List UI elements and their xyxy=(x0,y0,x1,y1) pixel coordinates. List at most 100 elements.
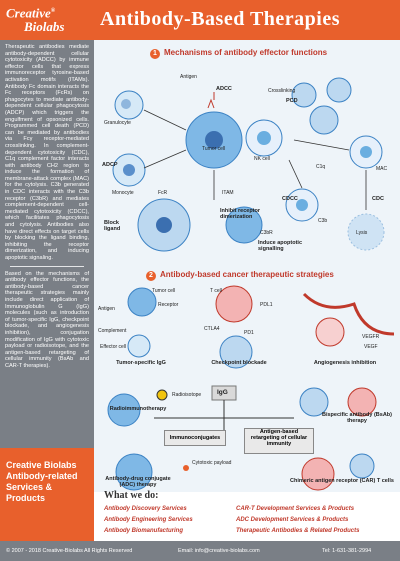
label-block-ligand: Block ligand xyxy=(104,220,121,232)
service-link-3[interactable]: Antibody Biomanufacturing xyxy=(104,528,183,534)
label-cdc: CDC xyxy=(372,196,384,202)
header-bar: Creative® Biolabs Antibody-Based Therapi… xyxy=(0,0,400,40)
caption-angio: Angiogenesis inhibition xyxy=(313,360,377,366)
label-vegfr: VEGFR xyxy=(362,334,380,340)
pcd-cell-b xyxy=(326,77,352,103)
antigen-retarget-box: Antigen-based retargeting of cellular im… xyxy=(244,428,314,454)
tsigg-tumor-shape xyxy=(127,287,157,317)
footer-tel[interactable]: Tel: 1-631-381-2994 xyxy=(322,548,372,554)
sidebar-text: Therapeutic antibodies mediate antibody-… xyxy=(0,40,94,370)
label-complement: Complement xyxy=(98,328,127,334)
label-c1q: C1q xyxy=(316,164,326,170)
creative-biolabs-logo[interactable]: Creative® Biolabs xyxy=(6,4,86,38)
label-vegf: VEGF xyxy=(364,344,378,350)
footer-email[interactable]: Email: info@creative-biolabs.com xyxy=(178,548,260,554)
caption-checkpoint: Checkpoint blockade xyxy=(211,360,267,366)
tcell-shape xyxy=(215,285,253,323)
page-title: Antibody-Based Therapies xyxy=(100,8,341,30)
footer-bar: © 2007 - 2018 Creative-Biolabs All Right… xyxy=(0,541,400,561)
service-link-6[interactable]: Therapeutic Antibodies & Related Product… xyxy=(236,528,360,534)
label-antigen-1: Antigen xyxy=(180,74,197,80)
service-link-2[interactable]: Antibody Engineering Services xyxy=(104,517,193,523)
section2-number: 2 xyxy=(146,271,156,281)
section2-title-text: Antibody-based cancer therapeutic strate… xyxy=(160,270,334,279)
label-adcc: ADCC xyxy=(216,86,232,92)
antibody-icon xyxy=(207,92,215,109)
caption-cart: Chimeric antigen receptor (CAR) T cells xyxy=(290,478,394,484)
bsab-tcell-shape xyxy=(347,387,377,417)
granulocyte-nucleus xyxy=(121,99,131,109)
caption-tumor-igg: Tumor-specific IgG xyxy=(116,360,166,366)
block-tumor-nucleus xyxy=(156,217,172,233)
label-c3br: C3bR xyxy=(260,230,273,236)
label-inhibit-dimerization: Inhibit receptor dimerization xyxy=(220,208,261,220)
caption-radioimmuno: Radioimmunotherapy xyxy=(109,406,167,412)
cdcc-nucleus xyxy=(296,199,308,211)
radioisotope-icon xyxy=(156,389,168,401)
label-pd1: PD1 xyxy=(244,330,254,336)
label-monocyte: Monocyte xyxy=(112,190,134,196)
tumor-nucleus xyxy=(205,131,223,149)
label-adcp: ADCP xyxy=(102,162,118,168)
what-we-do-panel: What we do: Antibody Discovery Services … xyxy=(94,490,400,541)
adcc-arrow xyxy=(143,109,187,131)
main-figure: 1 Mechanisms of antibody effector functio… xyxy=(94,40,400,541)
cart-tcell-shape xyxy=(301,457,335,491)
strategies-diagram xyxy=(107,285,395,491)
mac-nucleus xyxy=(360,146,372,158)
sidebar-paragraph-2: Based on the mechanisms of antibody effe… xyxy=(5,270,89,369)
label-mac: MAC xyxy=(376,166,388,172)
endothelial-cell-shape xyxy=(315,317,345,347)
footer-copyright: © 2007 - 2018 Creative-Biolabs All Right… xyxy=(6,548,133,554)
immunoconjugates-box: Immunoconjugates xyxy=(164,430,226,446)
label-c3b: C3b xyxy=(318,218,328,224)
label-receptor: Receptor xyxy=(158,302,179,308)
label-itam: ITAM xyxy=(222,190,234,196)
label-t-cell: T cell xyxy=(210,288,222,294)
label-cdcc: CDCC xyxy=(282,196,298,202)
label-igg: IgG xyxy=(217,389,228,396)
sidebar: Therapeutic antibodies mediate antibody-… xyxy=(0,40,94,541)
adc-tumor-shape xyxy=(115,453,153,491)
logo-reg-mark: ® xyxy=(50,8,56,14)
pcd-cell-a xyxy=(291,82,317,108)
service-link-5[interactable]: ADC Development Services & Products xyxy=(236,517,349,523)
monocyte-nucleus xyxy=(123,164,135,176)
label-fcr: FcR xyxy=(158,190,168,196)
nk-nucleus xyxy=(257,131,271,145)
label-lysis: Lysis xyxy=(356,230,368,236)
section1-number: 1 xyxy=(150,49,160,59)
cart-tumor-shape xyxy=(349,453,375,479)
label-crosslinking: Crosslinking xyxy=(268,88,296,94)
logo-line2: Biolabs xyxy=(24,19,65,35)
cdc-arrow xyxy=(293,139,350,151)
services-box-label: Creative Biolabs Antibody-related Servic… xyxy=(6,460,78,503)
label-pdl1: PDL1 xyxy=(260,302,273,308)
label-antigen-2: Antigen xyxy=(98,306,115,312)
service-link-4[interactable]: CAR-T Development Services & Products xyxy=(236,506,355,512)
cytotoxic-payload-icon xyxy=(183,465,189,471)
blood-vessel-shape xyxy=(302,292,395,336)
what-we-do-title: What we do: xyxy=(104,490,159,501)
service-link-1[interactable]: Antibody Discovery Services xyxy=(104,506,187,512)
label-tumor-cell-2: Tumor cell xyxy=(152,288,176,294)
lysis-cell-shape xyxy=(347,213,385,251)
radio-tumor-shape xyxy=(107,393,141,427)
sidebar-divider xyxy=(10,265,84,267)
apoptotic-cell-shape xyxy=(225,206,263,244)
label-granulocyte: Granulocyte xyxy=(104,120,131,126)
label-nk-cell: NK cell xyxy=(254,156,270,162)
label-ctla4: CTLA4 xyxy=(204,326,220,332)
services-box[interactable]: Creative Biolabs Antibody-related Servic… xyxy=(0,448,94,541)
logo-line1: Creative xyxy=(6,5,51,21)
cdcc-arrow xyxy=(288,159,303,189)
label-pcd: PCD xyxy=(286,98,298,104)
section2-title: 2 Antibody-based cancer therapeutic strat… xyxy=(146,270,334,281)
label-induce-apoptotic: Induce apoptotic signalling xyxy=(258,240,302,252)
section1-title-text: Mechanisms of antibody effector function… xyxy=(164,48,328,57)
sidebar-paragraph-1: Therapeutic antibodies mediate antibody-… xyxy=(5,44,89,261)
label-cytotoxic: Cytotoxic payload xyxy=(192,460,232,466)
label-effector-cell: Effector cell xyxy=(100,344,127,350)
section1-title: 1 Mechanisms of antibody effector functio… xyxy=(150,48,327,59)
adcp-arrow xyxy=(143,149,187,169)
